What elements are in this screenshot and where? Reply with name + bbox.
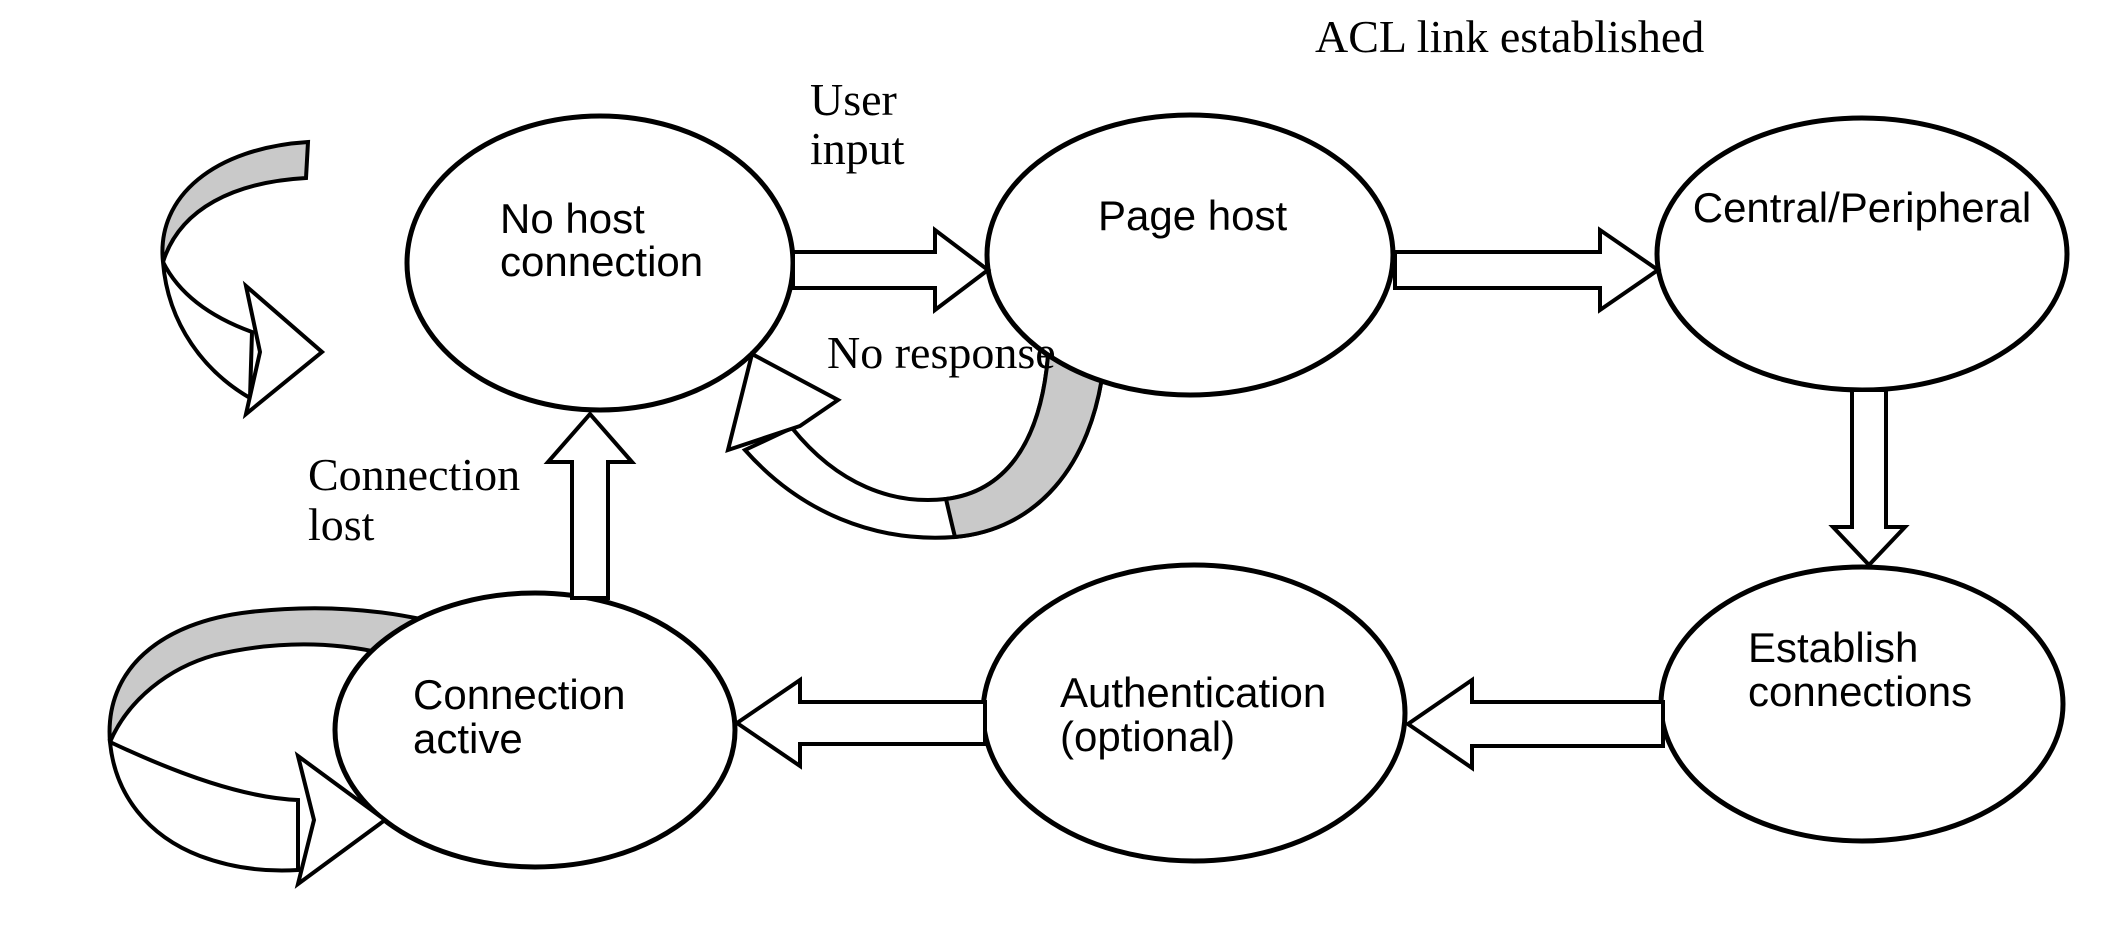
arrow-authentication-to-connection-active bbox=[733, 676, 987, 770]
node-label-central-peripheral: Central/Peripheral bbox=[1693, 184, 2032, 231]
no-response-arrowhead bbox=[725, 351, 842, 454]
label-user-input-line2: input bbox=[810, 123, 905, 174]
node-ellipse-central-peripheral bbox=[1654, 115, 2070, 393]
arrow-central-to-establish bbox=[1828, 388, 1910, 568]
self-loop-no-host-arrowhead bbox=[242, 280, 326, 420]
self-loop-no-host-shaded-band bbox=[160, 139, 311, 263]
no-response-curve-shaded-band bbox=[943, 353, 1107, 540]
label-connection-lost-line2: lost bbox=[308, 499, 375, 550]
self-loop-no-host-band bbox=[161, 261, 255, 402]
node-label-authentication-line1: Authentication bbox=[1060, 669, 1326, 716]
node-label-connection-active-line2: active bbox=[413, 715, 523, 762]
node-label-establish-line1: Establish bbox=[1748, 624, 1918, 671]
state-node-connection-active bbox=[332, 590, 738, 870]
label-acl-link-established: ACL link established bbox=[1315, 11, 1704, 62]
state-node-central-peripheral bbox=[1654, 115, 2070, 393]
node-label-authentication-line2: (optional) bbox=[1060, 713, 1235, 760]
arrow-page-host-to-central bbox=[1393, 226, 1662, 314]
self-loop-connection-active-arrowhead bbox=[294, 751, 389, 889]
node-label-page-host: Page host bbox=[1098, 192, 1287, 239]
node-ellipse-connection-active bbox=[332, 590, 738, 870]
label-user-input-line1: User bbox=[810, 74, 897, 125]
self-loop-connection-active-band bbox=[107, 738, 300, 873]
node-label-establish-line2: connections bbox=[1748, 668, 1972, 715]
arrow-establish-to-authentication bbox=[1404, 676, 1665, 772]
arrow-connection-lost-up bbox=[543, 410, 637, 600]
label-no-response: No response bbox=[827, 327, 1056, 378]
node-label-no-host-line1: No host bbox=[500, 195, 645, 242]
arrow-no-host-to-page-host bbox=[791, 225, 992, 315]
node-label-no-host-line2: connection bbox=[500, 238, 703, 285]
label-connection-lost-line1: Connection bbox=[308, 449, 520, 500]
node-label-connection-active-line1: Connection bbox=[413, 671, 625, 718]
